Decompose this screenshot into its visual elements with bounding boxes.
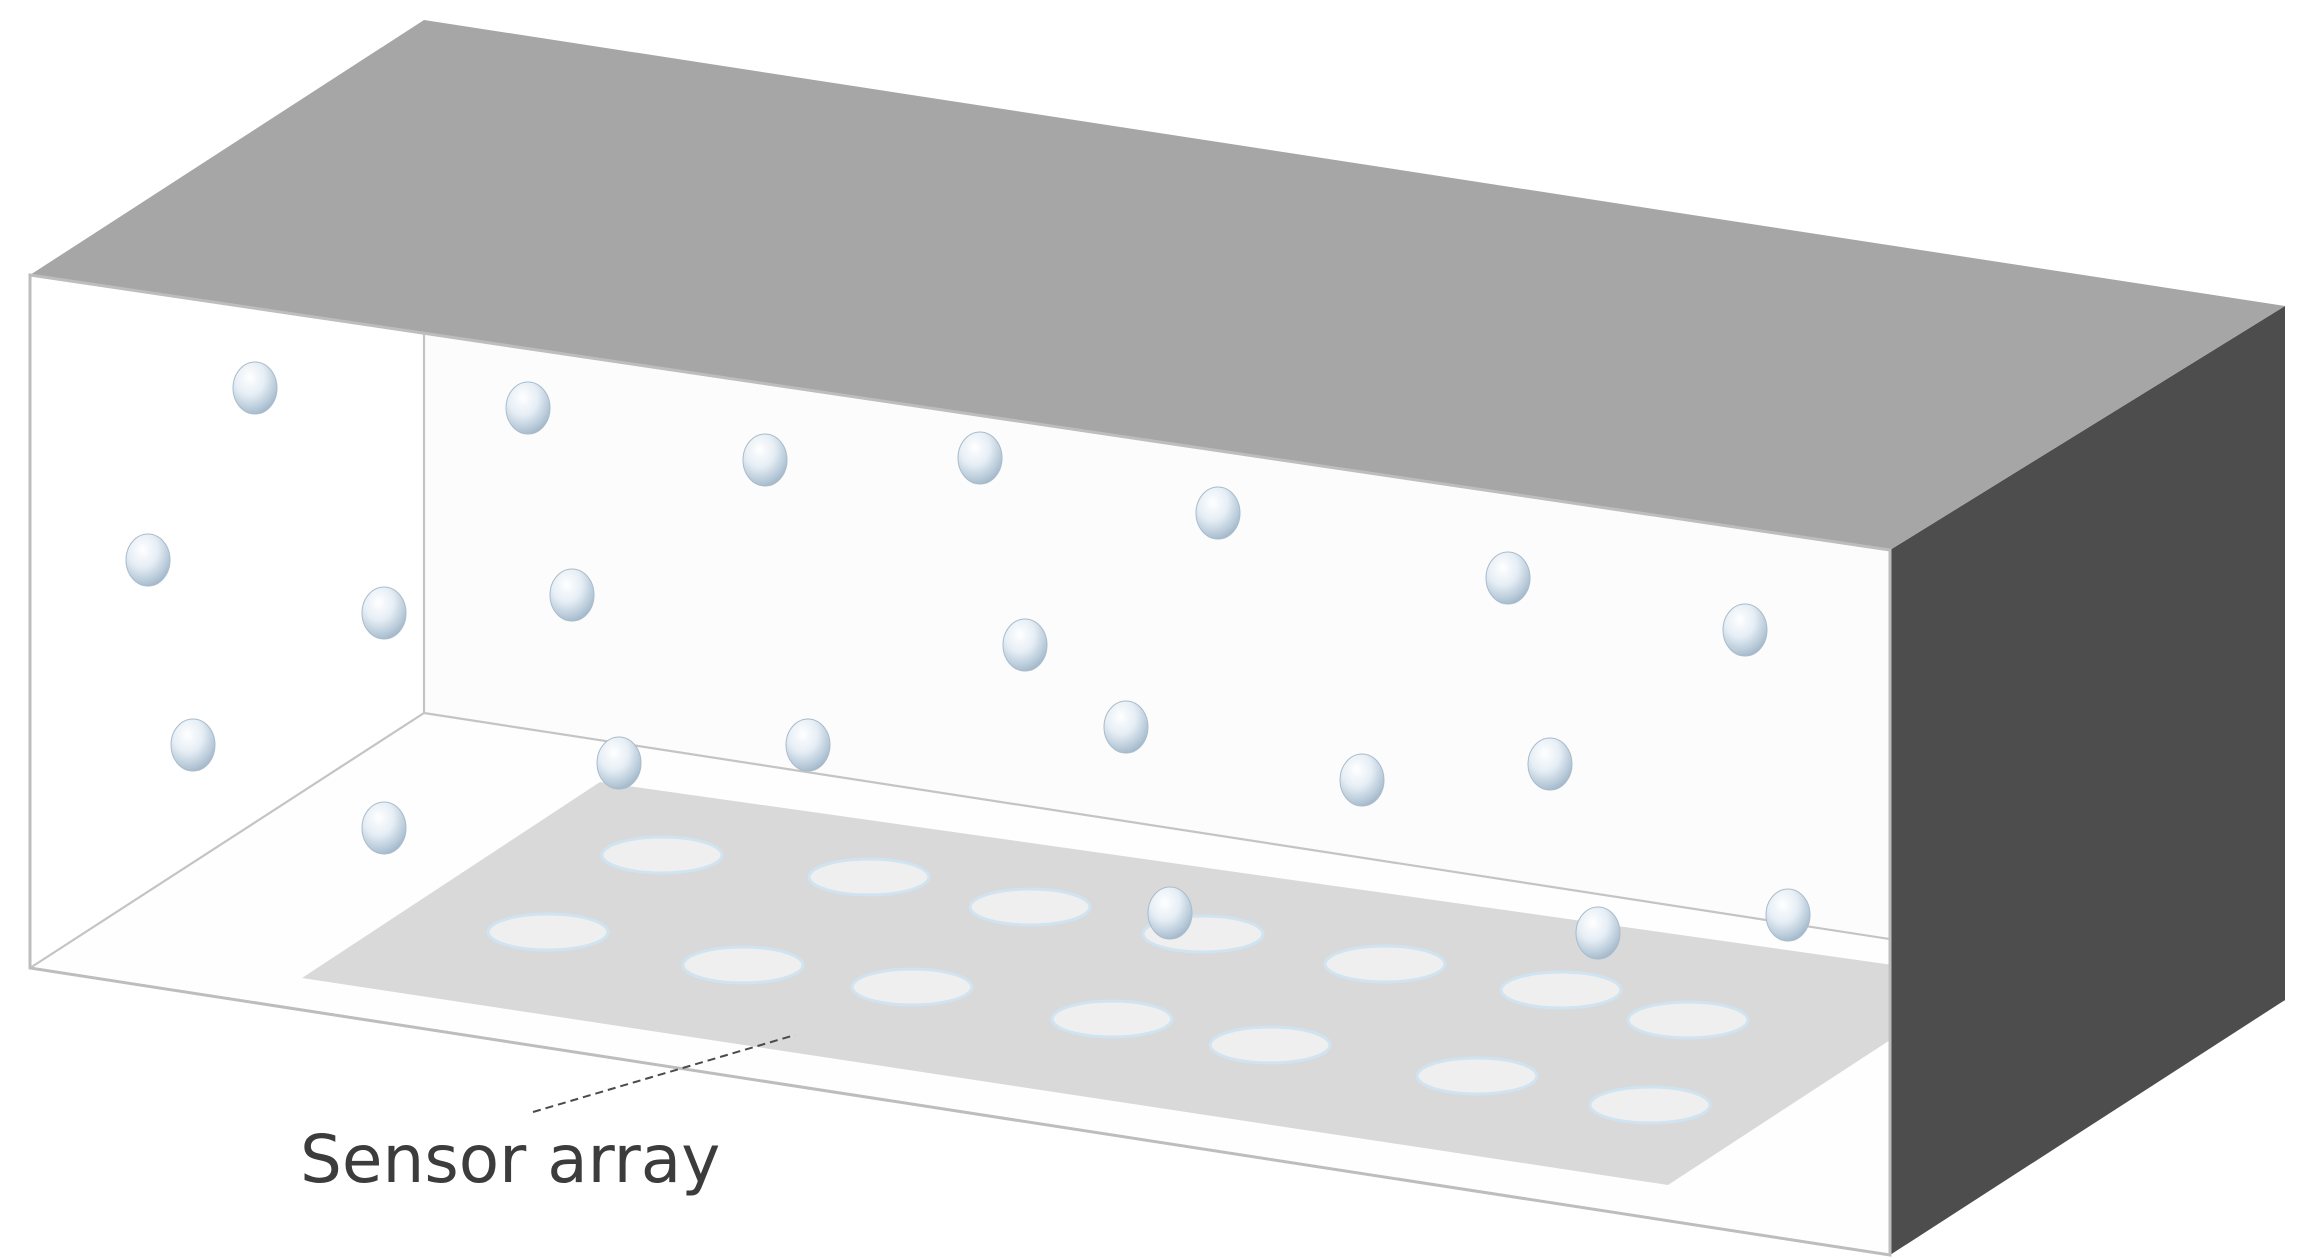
particle [1147, 886, 1193, 940]
sensor-pad [807, 857, 931, 897]
particle [957, 431, 1003, 485]
sensor-pad [1323, 944, 1447, 984]
particle [549, 568, 595, 622]
particle [1765, 888, 1811, 942]
sensor-array-label: Sensor array [300, 1121, 720, 1198]
sensor-pad [1050, 999, 1174, 1039]
sensor-pad [850, 967, 974, 1007]
particle [1195, 486, 1241, 540]
sensor-plate [302, 782, 1985, 1185]
particle [361, 586, 407, 640]
sensor-pad [681, 945, 805, 985]
particle [596, 736, 642, 790]
side-face [1890, 306, 2285, 1255]
particle [1722, 603, 1768, 657]
particles [125, 361, 1811, 960]
particle [742, 433, 788, 487]
sensor-pad [1415, 1056, 1539, 1096]
sensor-pad [1588, 1085, 1712, 1125]
particle [1485, 551, 1531, 605]
particle [1002, 618, 1048, 672]
sensor-pad [968, 887, 1092, 927]
front-face [28, 273, 1892, 1257]
particle [361, 801, 407, 855]
particle [785, 718, 831, 772]
particle [505, 381, 551, 435]
sensor-pad [1208, 1025, 1332, 1065]
particle [170, 718, 216, 772]
top-face [30, 20, 2285, 550]
particle [232, 361, 278, 415]
particle [1527, 737, 1573, 791]
sensor-array-callout-line [532, 1034, 796, 1113]
particle [1103, 700, 1149, 754]
particle [1575, 906, 1621, 960]
sensor-pads [486, 835, 1750, 1125]
particle [1339, 753, 1385, 807]
sensor-pad [486, 912, 610, 952]
sensor-pad [600, 835, 724, 875]
particle [125, 533, 171, 587]
sensor-pad [1626, 1000, 1750, 1040]
floor-left-edge [29, 712, 425, 969]
sensor-pad [1499, 970, 1623, 1010]
